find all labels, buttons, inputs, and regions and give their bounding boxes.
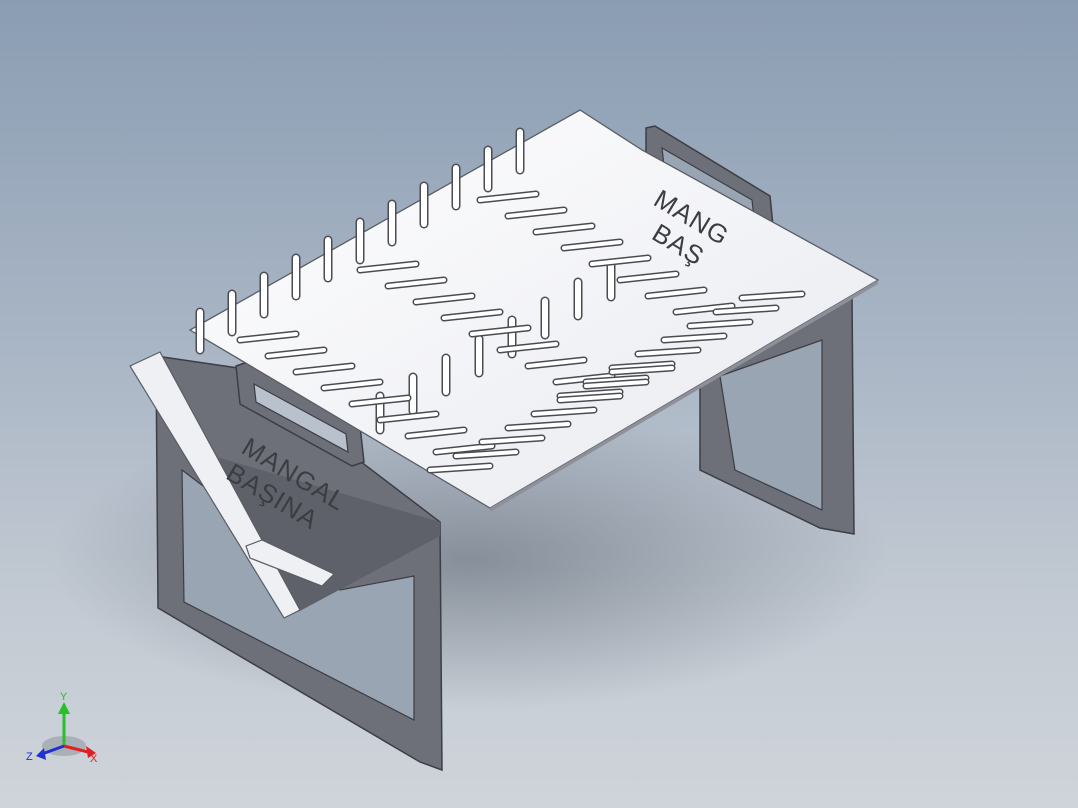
grill-slot-inner <box>358 262 418 272</box>
grill-slot-inner <box>534 224 594 234</box>
grill-slot-inner <box>294 364 354 374</box>
grill-slot-inner <box>590 256 650 266</box>
grill-slot-inner <box>646 288 706 298</box>
grill-slot-inner <box>558 390 622 398</box>
y-axis-label: Y <box>60 691 68 703</box>
grill-slot-inner <box>618 272 678 282</box>
grill-slot-inner <box>584 380 648 388</box>
grill-slot-inner <box>480 436 544 444</box>
grill-slot-inner <box>350 396 410 406</box>
axis-triad: Y X Z <box>26 691 98 765</box>
grill-slot-inner <box>442 310 502 320</box>
grill-slot-inner <box>532 408 596 416</box>
grill-slot-inner <box>454 450 518 458</box>
grill-slots <box>195 127 806 474</box>
x-axis-arrow <box>86 746 96 758</box>
grill-slot-inner <box>506 208 566 218</box>
x-axis-label: X <box>90 753 98 765</box>
grill-slot-inner <box>610 366 674 374</box>
grill-slot-inner <box>378 412 438 422</box>
grill-slot-inner <box>428 464 492 472</box>
grill-slot-inner <box>662 334 726 342</box>
grill-slot-inner <box>554 374 614 384</box>
grill-plate[interactable] <box>188 109 880 512</box>
grill-slot-inner <box>584 376 648 384</box>
grill-slot-inner <box>322 380 382 390</box>
grill-slot-inner <box>498 342 558 352</box>
grill-slot-inner <box>740 292 804 300</box>
grill-slot-inner <box>558 394 622 402</box>
grill-slot-inner <box>414 294 474 304</box>
grill-slot-inner <box>526 358 586 368</box>
grill-slot-inner <box>470 326 530 336</box>
grill-slot-inner <box>636 348 700 356</box>
grill-slot-inner <box>688 320 752 328</box>
z-axis-label: Z <box>26 751 33 763</box>
grill-slot-inner <box>714 306 778 314</box>
z-axis-arrow <box>36 748 46 760</box>
ash-plate[interactable] <box>129 351 336 619</box>
grill-slot-inner <box>434 444 494 454</box>
grill-slot-inner <box>406 428 466 438</box>
x-axis-line <box>63 744 89 754</box>
grill-slot-inner <box>610 362 674 370</box>
grill-slot-inner <box>674 304 734 314</box>
grill-slot-inner <box>386 278 446 288</box>
grill-slot-inner <box>266 348 326 358</box>
grill-slot-inner <box>506 422 570 430</box>
grill-slot-inner <box>478 192 538 202</box>
grill-slot-inner <box>562 240 622 250</box>
grill-slot-inner <box>238 332 298 342</box>
z-axis-line <box>41 744 65 756</box>
y-axis-arrow <box>58 702 70 714</box>
